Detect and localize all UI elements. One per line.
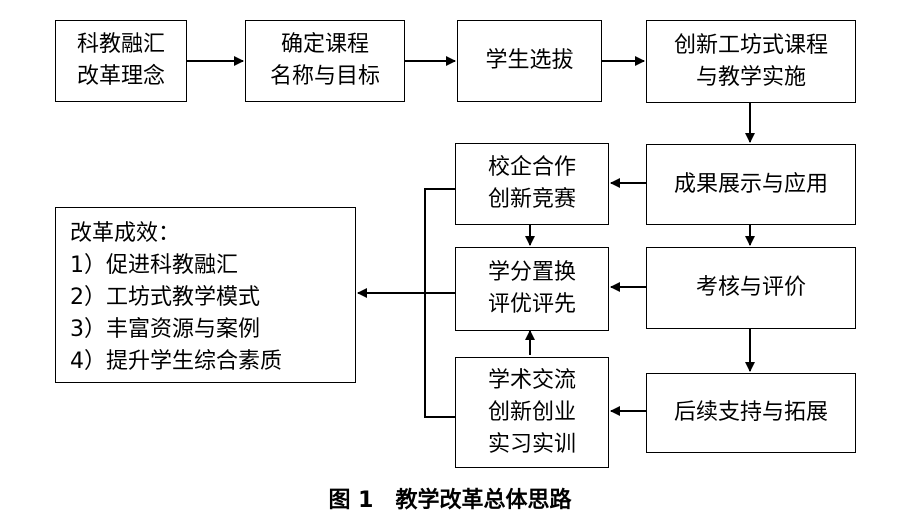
node-reform-idea: 科教融汇 改革理念 [55, 20, 187, 102]
bracket-competition [424, 188, 455, 293]
node-showcase: 成果展示与应用 [646, 144, 856, 225]
bracket-exchange [424, 293, 455, 418]
node-line: 确定课程 [280, 32, 369, 57]
node-credit: 学分置换 评优评先 [455, 247, 609, 331]
node-line: 创新竞赛 [487, 187, 576, 212]
node-selection: 学生选拔 [457, 20, 602, 102]
node-line: 创新工坊式课程 [673, 32, 828, 58]
node-line: 学术交流 [487, 367, 576, 393]
node-line: 评优评先 [487, 292, 576, 317]
node-outcomes: 改革成效： 1）促进科教融汇 2）工坊式教学模式 3）丰富资源与案例 4）提升学… [55, 207, 356, 383]
outcome-item: 3）丰富资源与案例 [70, 317, 260, 342]
node-support: 后续支持与拓展 [646, 373, 856, 453]
node-line: 校企合作 [487, 155, 576, 180]
node-exchange: 学术交流 创新创业 实习实训 [455, 357, 609, 468]
node-course-goal: 确定课程 名称与目标 [245, 20, 405, 102]
node-line: 学分置换 [487, 260, 576, 285]
node-assessment: 考核与评价 [646, 247, 856, 329]
figure-caption: 图 1 教学改革总体思路 [328, 488, 572, 513]
node-line: 名称与目标 [269, 64, 380, 89]
node-line: 科教融汇 [76, 32, 165, 57]
node-line: 成果展示与应用 [673, 171, 828, 197]
node-line: 学生选拔 [485, 48, 574, 73]
outcome-item: 2）工坊式教学模式 [70, 285, 260, 310]
outcome-title: 改革成效： [70, 221, 181, 246]
node-competition: 校企合作 创新竞赛 [455, 143, 609, 225]
node-line: 实习实训 [487, 431, 576, 457]
node-line: 与教学实施 [695, 64, 806, 90]
node-workshop: 创新工坊式课程 与教学实施 [646, 20, 856, 103]
outcome-item: 1）促进科教融汇 [70, 253, 238, 278]
node-line: 后续支持与拓展 [673, 400, 828, 425]
node-line: 考核与评价 [695, 275, 806, 300]
outcome-item: 4）提升学生综合素质 [70, 349, 282, 374]
node-line: 创新创业 [487, 399, 576, 425]
node-line: 改革理念 [76, 64, 165, 89]
